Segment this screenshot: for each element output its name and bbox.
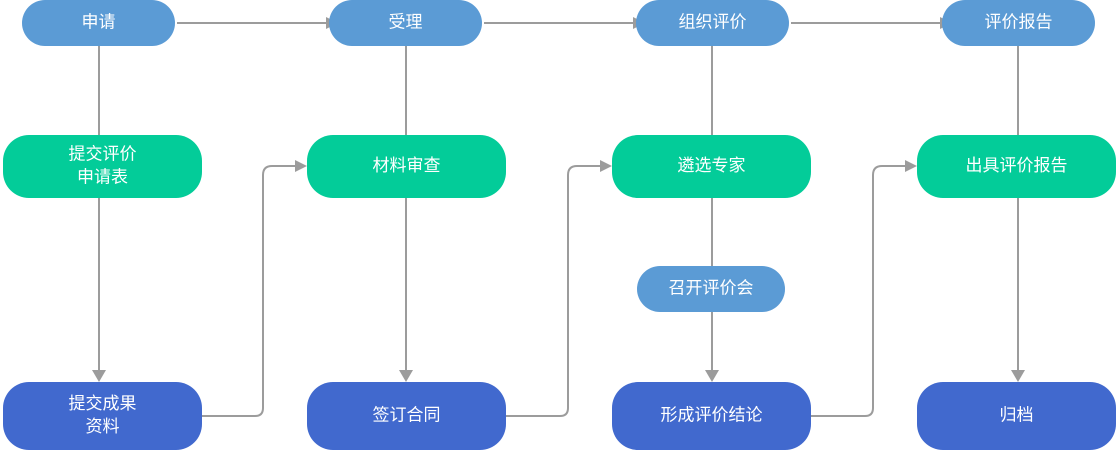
flow-node-label: 召开评价会 bbox=[669, 278, 754, 297]
arrow-head-icon bbox=[92, 370, 106, 382]
connector-line bbox=[202, 165, 295, 417]
flow-node-shape[interactable] bbox=[612, 382, 811, 450]
connector-n1-to-n2 bbox=[177, 17, 338, 29]
flow-node-label: 遴选专家 bbox=[678, 156, 746, 175]
flow-node-n8[interactable]: 出具评价报告 bbox=[917, 135, 1116, 198]
flow-node-shape[interactable] bbox=[917, 135, 1116, 198]
flow-node-n12[interactable]: 形成评价结论 bbox=[612, 382, 811, 450]
flow-node-shape[interactable] bbox=[3, 382, 202, 450]
connector-n10-to-n6 bbox=[202, 160, 307, 417]
flow-node-n11[interactable]: 签订合同 bbox=[307, 382, 506, 450]
flow-node-label: 申请 bbox=[82, 12, 116, 31]
connector-n2-to-n3 bbox=[484, 17, 645, 29]
flow-node-label: 受理 bbox=[389, 12, 423, 31]
flow-node-shape[interactable] bbox=[3, 135, 202, 198]
flow-node-shape[interactable] bbox=[307, 382, 506, 450]
nodes-layer: 申请受理组织评价评价报告提交评价申请表材料审查遴选专家出具评价报告召开评价会提交… bbox=[3, 0, 1116, 450]
flow-node-label: 出具评价报告 bbox=[966, 156, 1068, 175]
flow-node-shape[interactable] bbox=[22, 0, 175, 46]
flow-node-label: 提交成果 bbox=[69, 394, 137, 413]
flow-node-n6[interactable]: 材料审查 bbox=[307, 135, 506, 198]
flow-node-label: 归档 bbox=[1000, 405, 1034, 424]
flow-node-label: 形成评价结论 bbox=[661, 405, 763, 424]
connector-line bbox=[506, 165, 600, 417]
flow-node-label: 组织评价 bbox=[679, 12, 747, 31]
flow-node-n3[interactable]: 组织评价 bbox=[636, 0, 789, 46]
flow-node-shape[interactable] bbox=[942, 0, 1095, 46]
connector-n12-to-n8 bbox=[811, 160, 917, 417]
arrow-head-icon bbox=[1011, 370, 1025, 382]
flow-node-label: 评价报告 bbox=[985, 12, 1053, 31]
connector-n6-to-n11 bbox=[399, 198, 413, 382]
flow-node-shape[interactable] bbox=[329, 0, 482, 46]
arrow-head-icon bbox=[295, 160, 307, 172]
flow-node-shape[interactable] bbox=[612, 135, 811, 198]
flow-node-n4[interactable]: 评价报告 bbox=[942, 0, 1095, 46]
arrow-head-icon bbox=[705, 370, 719, 382]
flow-node-n7[interactable]: 遴选专家 bbox=[612, 135, 811, 198]
flow-node-label: 提交评价 bbox=[69, 144, 137, 163]
connector-n3-to-n4 bbox=[791, 17, 952, 29]
connector-n8-to-n13 bbox=[1011, 198, 1025, 382]
arrow-head-icon bbox=[905, 160, 917, 172]
flow-node-n9[interactable]: 召开评价会 bbox=[637, 266, 785, 312]
flow-node-shape[interactable] bbox=[637, 266, 785, 312]
connector-line bbox=[811, 165, 905, 417]
connector-n5-to-n10 bbox=[92, 198, 106, 382]
flow-node-n1[interactable]: 申请 bbox=[22, 0, 175, 46]
flow-node-shape[interactable] bbox=[307, 135, 506, 198]
arrow-head-icon bbox=[600, 160, 612, 172]
connector-n11-to-n7 bbox=[506, 160, 612, 417]
flow-node-label: 资料 bbox=[86, 417, 120, 436]
connectors-layer bbox=[92, 17, 1025, 417]
flow-node-n2[interactable]: 受理 bbox=[329, 0, 482, 46]
flow-node-shape[interactable] bbox=[636, 0, 789, 46]
arrow-head-icon bbox=[399, 370, 413, 382]
flow-node-n13[interactable]: 归档 bbox=[917, 382, 1116, 450]
flow-node-label: 材料审查 bbox=[373, 156, 441, 175]
flow-node-label: 申请表 bbox=[77, 167, 128, 186]
flow-node-label: 签订合同 bbox=[373, 405, 441, 424]
flow-node-shape[interactable] bbox=[917, 382, 1116, 450]
